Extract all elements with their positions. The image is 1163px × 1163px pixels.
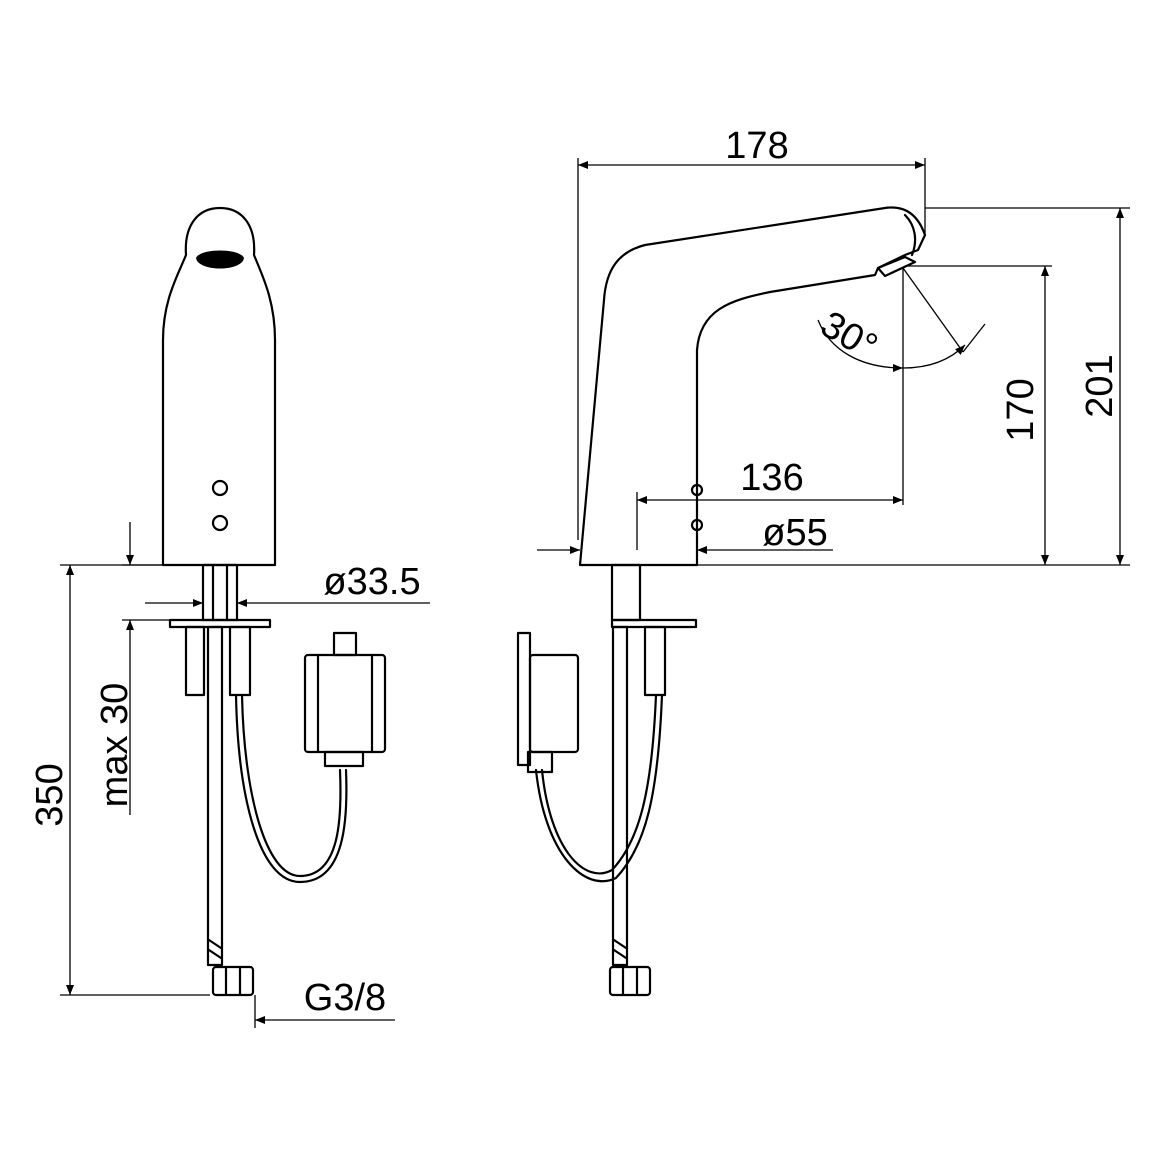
dimension-thread: G3/8 [254, 977, 395, 1028]
svg-text:201: 201 [1079, 354, 1121, 417]
dimension-max-30: max 30 [94, 522, 170, 815]
sensor-dot-icon [690, 518, 704, 532]
dimension-136: 136 [636, 457, 903, 550]
svg-text:ø33.5: ø33.5 [323, 561, 420, 603]
front-sensor-cable [234, 693, 348, 884]
side-control-box [528, 653, 580, 754]
control-box-connector [332, 631, 358, 657]
front-threaded-rod [228, 625, 252, 697]
side-hose-nut [608, 965, 652, 997]
dimension-170: 170 [905, 265, 1052, 565]
dimension-201: 201 [697, 207, 1130, 566]
svg-text:30°: 30° [814, 303, 885, 368]
dimension-350: 350 [29, 564, 210, 996]
dimension-shank-diameter: ø33.5 [145, 561, 430, 607]
sensor-dot-icon [211, 514, 229, 532]
front-hose-nut [211, 965, 255, 997]
front-shank [201, 563, 239, 622]
side-threaded-rod [643, 625, 667, 697]
svg-text:ø55: ø55 [762, 512, 827, 554]
side-body-outline [578, 206, 927, 567]
front-body-outline [161, 206, 277, 567]
svg-text:136: 136 [740, 457, 803, 499]
side-cable-gland [526, 750, 554, 774]
side-view [516, 206, 927, 997]
svg-text:max 30: max 30 [94, 683, 136, 808]
side-shank [610, 563, 642, 622]
dimension-30-degrees: 30° [814, 267, 986, 505]
front-threaded-rod [184, 625, 206, 697]
sensor-dot-icon [690, 483, 704, 497]
dimension-base-diameter: ø55 [537, 512, 833, 554]
side-sensor-cable [540, 693, 658, 875]
sensor-dot-icon [211, 479, 229, 497]
svg-text:G3/8: G3/8 [304, 977, 386, 1019]
front-view [161, 206, 387, 997]
side-supply-hose [611, 625, 629, 967]
svg-text:350: 350 [29, 763, 71, 826]
side-aerator [876, 255, 917, 278]
dimension-178: 178 [577, 125, 926, 540]
svg-text:170: 170 [1000, 378, 1042, 441]
front-supply-hose [206, 625, 224, 967]
control-box-cable-gland [323, 750, 365, 768]
svg-text:178: 178 [725, 125, 788, 167]
front-aerator [196, 250, 244, 269]
control-box-bracket [516, 631, 532, 767]
